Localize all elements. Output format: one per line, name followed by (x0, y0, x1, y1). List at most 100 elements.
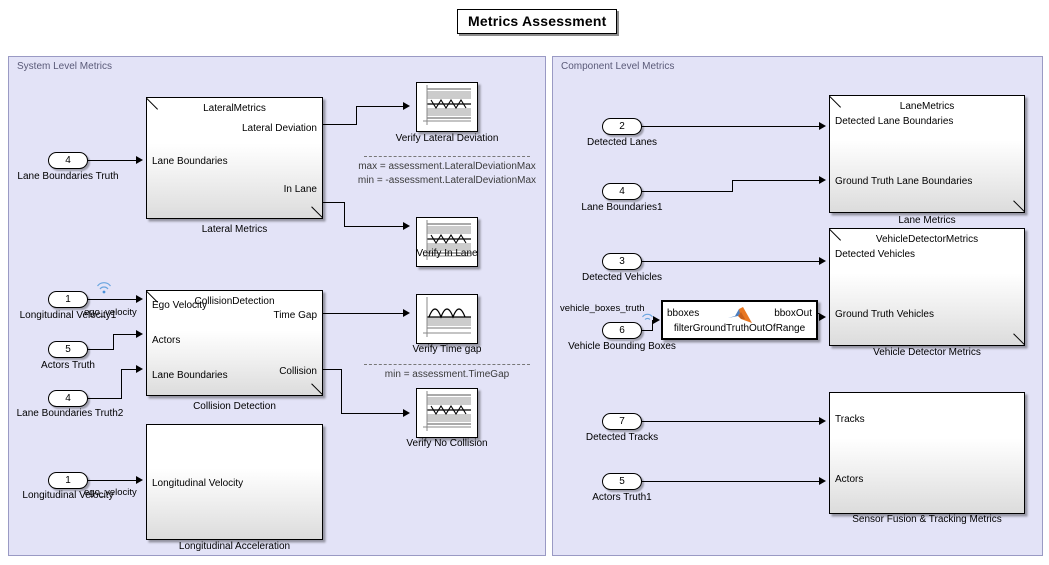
inport-label-detected-vehicles: Detected Vehicles (581, 272, 663, 283)
block-caption-lane-metrics: Lane Metrics (898, 215, 956, 226)
wire (356, 106, 403, 108)
verify-label-time-gap: Verify Time gap (412, 344, 482, 355)
block-collision-detection[interactable]: CollisionDetection Ego Velocity Actors L… (146, 290, 323, 396)
inport-detected-lanes[interactable]: 2 (602, 118, 642, 135)
wire (642, 330, 653, 332)
broadcast-icon (642, 313, 653, 320)
annotation-lateral-deviation: max = assessment.LateralDeviationMax min… (350, 160, 544, 188)
verify-time-gap-block[interactable] (416, 294, 478, 344)
wire (344, 226, 403, 228)
wire-arrow (403, 409, 410, 417)
inport-lane-boundaries-truth2[interactable]: 4 (48, 390, 88, 407)
wire (642, 191, 733, 193)
matlab-function-name: filterGroundTruthOutOfRange (673, 323, 806, 334)
wire-arrow (653, 316, 660, 324)
wire (88, 160, 136, 162)
wire (113, 334, 115, 350)
port-in-detected-lane-boundaries: Detected Lane Boundaries (835, 116, 954, 127)
block-matlab-function-filter-ground-truth[interactable]: bboxes bboxOut filterGroundTruthOutOfRan… (661, 300, 818, 340)
inport-detected-tracks[interactable]: 7 (602, 413, 642, 430)
block-title: LateralMetrics (203, 103, 266, 114)
inport-label-detected-tracks: Detected Tracks (585, 432, 659, 443)
wire (323, 313, 403, 315)
wire-arrow (403, 309, 410, 317)
subsystem-corner-icon (1012, 333, 1024, 345)
block-vehicle-detector-metrics[interactable]: VehicleDetectorMetrics Detected Vehicles… (829, 228, 1025, 346)
assertion-band-zigzag-icon (423, 220, 471, 260)
wire (356, 106, 358, 125)
inport-lane-boundaries-truth[interactable]: 4 (48, 152, 88, 169)
inport-label-vehicle-bounding-boxes: Vehicle Bounding Boxes (568, 341, 676, 352)
wire (652, 320, 654, 331)
block-caption-collision-detection: Collision Detection (193, 401, 276, 412)
subsystem-corner-icon (1012, 200, 1024, 212)
wire-arrow (136, 365, 143, 373)
inport-label-detected-lanes: Detected Lanes (586, 137, 658, 148)
wire-arrow (403, 222, 410, 230)
subsystem-corner-icon (310, 206, 322, 218)
signal-label-vehicle-boxes-truth: vehicle_boxes_truth (560, 303, 645, 314)
broadcast-icon (97, 282, 111, 294)
port-in-longitudinal-velocity: Longitudinal Velocity (152, 478, 244, 489)
block-longitudinal-acceleration[interactable]: Longitudinal Velocity (146, 424, 323, 540)
inport-longitudinal-velocity1[interactable]: 1 (48, 291, 88, 308)
block-lateral-metrics[interactable]: LateralMetrics Lane Boundaries Lateral D… (146, 97, 323, 219)
wire (323, 124, 357, 126)
inport-actors-truth1[interactable]: 5 (602, 473, 642, 490)
verify-no-collision-block[interactable] (416, 388, 478, 438)
inport-label-actors-truth: Actors Truth (41, 360, 95, 371)
block-caption-vehicle-detector-metrics: Vehicle Detector Metrics (873, 347, 981, 358)
port-in-ground-truth-vehicles: Ground Truth Vehicles (835, 309, 934, 320)
wire-arrow (403, 102, 410, 110)
port-in-detected-vehicles: Detected Vehicles (835, 249, 916, 260)
annotation-divider (364, 156, 530, 157)
inport-label-actors-truth1: Actors Truth1 (592, 492, 652, 503)
port-out-lateral-deviation: Lateral Deviation (241, 123, 317, 134)
wire (642, 126, 819, 128)
inport-label-lane-boundaries-truth: Lane Boundaries Truth (17, 171, 119, 182)
annotation-line: min = -assessment.LateralDeviationMax (357, 175, 537, 186)
annotation-line: max = assessment.LateralDeviationMax (358, 161, 536, 172)
wire (88, 299, 136, 301)
assertion-band-zigzag-icon (423, 391, 471, 431)
block-caption-longitudinal-acceleration: Longitudinal Acceleration (178, 541, 291, 552)
wire-arrow (819, 477, 826, 485)
inport-detected-vehicles[interactable]: 3 (602, 253, 642, 270)
wire (341, 369, 343, 414)
inport-vehicle-bounding-boxes[interactable]: 6 (602, 322, 642, 339)
inport-label-lane-boundaries1: Lane Boundaries1 (581, 202, 663, 213)
wire (732, 180, 734, 192)
inport-longitudinal-velocity[interactable]: 1 (48, 472, 88, 489)
inport-lane-boundaries1[interactable]: 4 (602, 183, 642, 200)
wire (323, 202, 345, 204)
port-in-ground-truth-lane-boundaries: Ground Truth Lane Boundaries (835, 176, 973, 187)
signal-label-ego-velocity: ego_velocity (84, 487, 137, 498)
wire (642, 421, 819, 423)
inport-label-longitudinal-velocity: Longitudinal Velocity (22, 490, 114, 501)
page-title: Metrics Assessment (457, 9, 618, 34)
wire (323, 369, 342, 371)
port-out-collision: Collision (279, 366, 317, 377)
wire (88, 349, 114, 351)
wire (113, 334, 136, 336)
wire (121, 369, 123, 399)
block-title: LaneMetrics (899, 101, 955, 112)
verify-label-in-lane: Verify In Lane (416, 248, 478, 259)
port-in-lane-boundaries: Lane Boundaries (152, 156, 228, 167)
block-sensor-fusion-tracking-metrics[interactable]: Tracks Actors (829, 392, 1025, 514)
inport-actors-truth[interactable]: 5 (48, 341, 88, 358)
verify-lateral-deviation-block[interactable] (416, 82, 478, 132)
wire (732, 180, 819, 182)
wire (344, 202, 346, 227)
wire (642, 261, 819, 263)
block-lane-metrics[interactable]: LaneMetrics Detected Lane Boundaries Gro… (829, 95, 1025, 213)
block-title: VehicleDetectorMetrics (875, 234, 979, 245)
wire-arrow (819, 257, 826, 265)
verify-in-lane-block[interactable] (416, 217, 478, 267)
annotation-divider (364, 364, 530, 365)
annotation-line: min = assessment.TimeGap (384, 369, 510, 380)
port-in-tracks: Tracks (835, 414, 865, 425)
block-caption-lateral-metrics: Lateral Metrics (201, 224, 268, 235)
wire (121, 369, 136, 371)
subsystem-corner-icon (310, 383, 322, 395)
